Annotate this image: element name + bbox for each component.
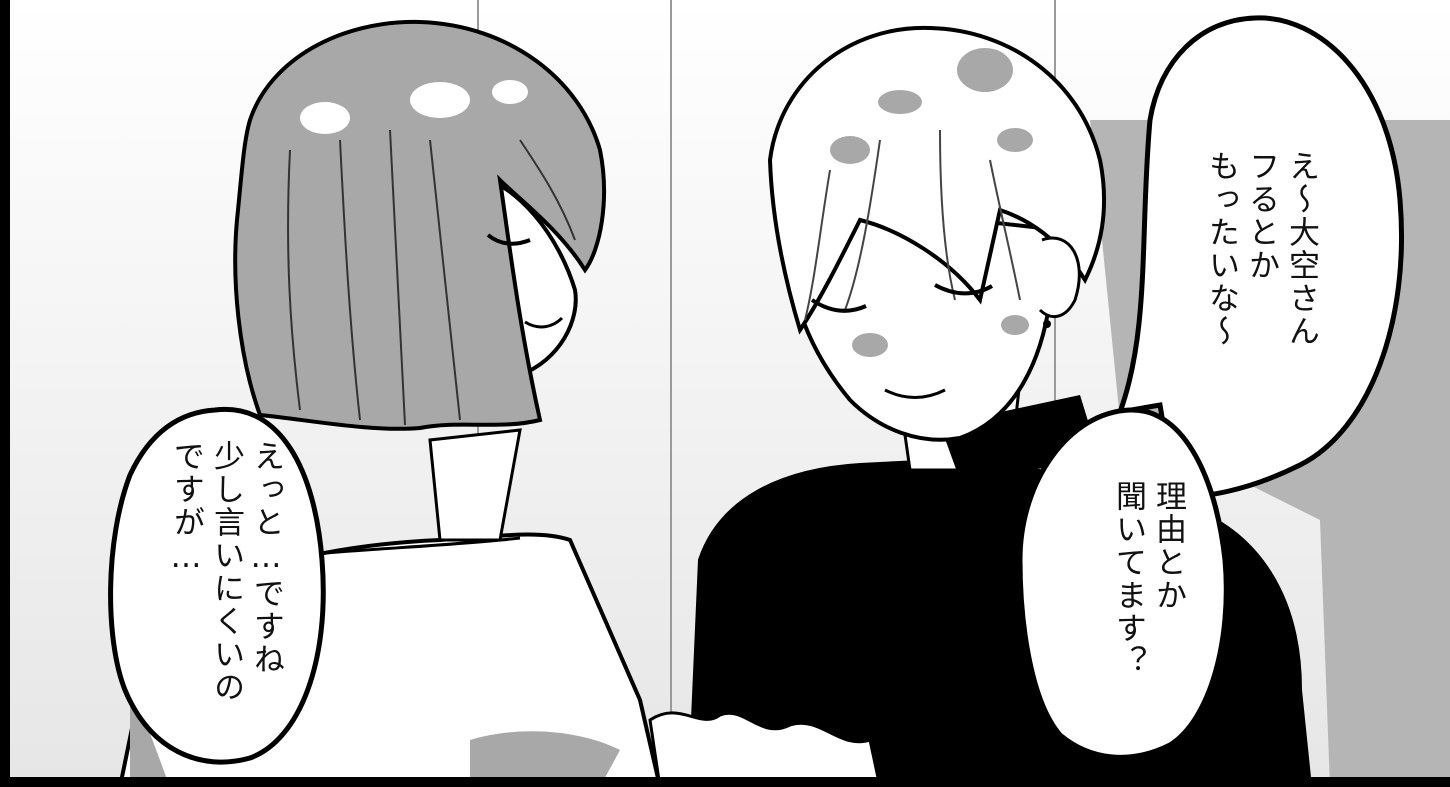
speech-line: 理由とか bbox=[1150, 480, 1186, 612]
speech-line: 聞いてます？ bbox=[1110, 480, 1146, 678]
speech-bubble-right-top bbox=[1116, 15, 1405, 499]
speech-line: ですが… bbox=[168, 440, 204, 577]
speech-text-right-mid: 理由とか 聞いてます？ bbox=[1108, 480, 1188, 678]
speech-bubble-left bbox=[108, 406, 326, 765]
speech-line: えっと…ですね bbox=[248, 440, 284, 676]
speech-text-right-top: え～大空さん フるとか もったいな～ bbox=[1201, 150, 1321, 348]
speech-line: 少し言いにくいの bbox=[208, 440, 244, 704]
speech-bubble-right-mid bbox=[1017, 407, 1229, 760]
speech-line: フるとか bbox=[1243, 150, 1279, 282]
speech-line: もったいな～ bbox=[1203, 150, 1239, 348]
speech-line: え～大空さん bbox=[1283, 150, 1319, 348]
speech-text-left: えっと…ですね 少し言いにくいの ですが… bbox=[166, 440, 286, 704]
